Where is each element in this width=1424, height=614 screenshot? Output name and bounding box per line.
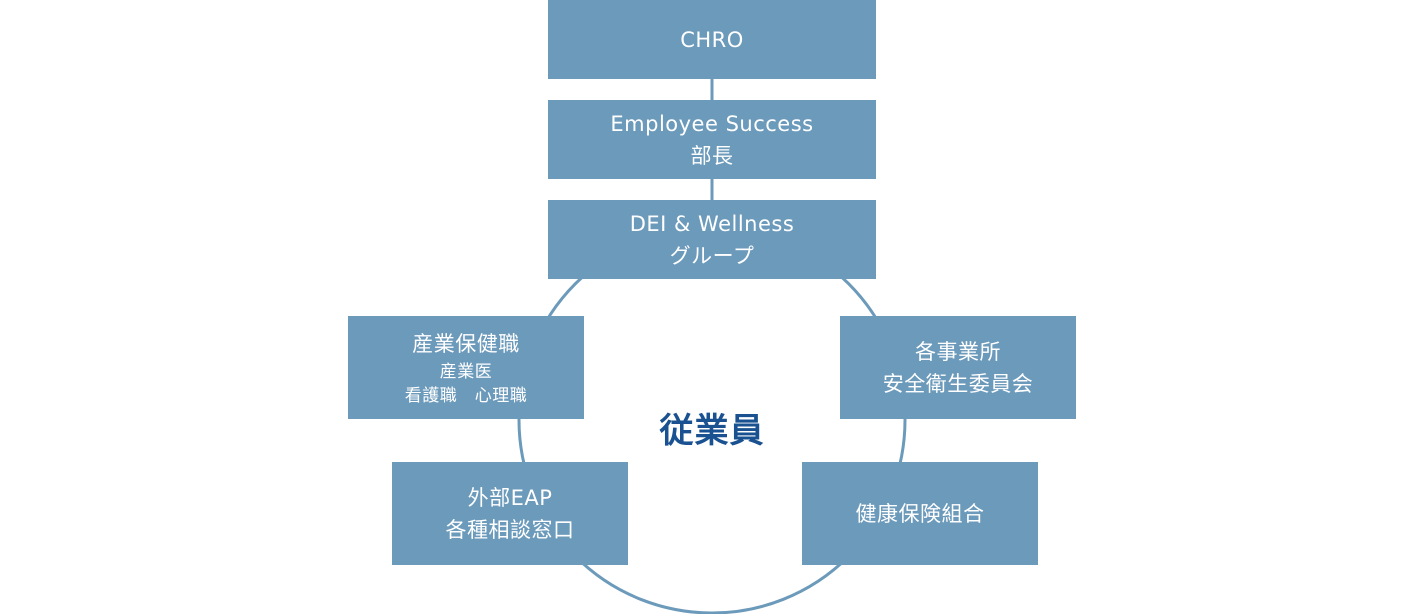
chro-box: CHRO xyxy=(548,0,876,79)
chro-label: CHRO xyxy=(680,27,744,52)
health-insurance-label: 健康保険組合 xyxy=(855,501,985,526)
occupational-health-sub2: 看護職 心理職 xyxy=(404,385,528,406)
employee-success-role: 部長 xyxy=(690,143,734,168)
occupational-health-title: 産業保健職 xyxy=(412,331,520,356)
dei-wellness-group: グループ xyxy=(669,243,755,268)
employees-center-label: 従業員 xyxy=(659,411,765,451)
external-eap-line2: 各種相談窓口 xyxy=(445,517,575,542)
employee-success-label: Employee Success xyxy=(610,111,814,136)
safety-committee-line2: 安全衛生委員会 xyxy=(882,371,1034,396)
occupational-health-box: 産業保健職 産業医 看護職 心理職 xyxy=(348,316,584,419)
employee-success-box: Employee Success 部長 xyxy=(548,100,876,179)
safety-committee-line1: 各事業所 xyxy=(915,339,1001,364)
occupational-health-sub1: 産業医 xyxy=(439,361,493,382)
external-eap-line1: 外部EAP xyxy=(467,485,553,510)
safety-committee-box: 各事業所 安全衛生委員会 xyxy=(840,316,1076,419)
dei-wellness-label: DEI & Wellness xyxy=(629,211,795,236)
dei-wellness-box: DEI & Wellness グループ xyxy=(548,200,876,279)
external-eap-box: 外部EAP 各種相談窓口 xyxy=(392,462,628,565)
health-insurance-box: 健康保険組合 xyxy=(802,462,1038,565)
